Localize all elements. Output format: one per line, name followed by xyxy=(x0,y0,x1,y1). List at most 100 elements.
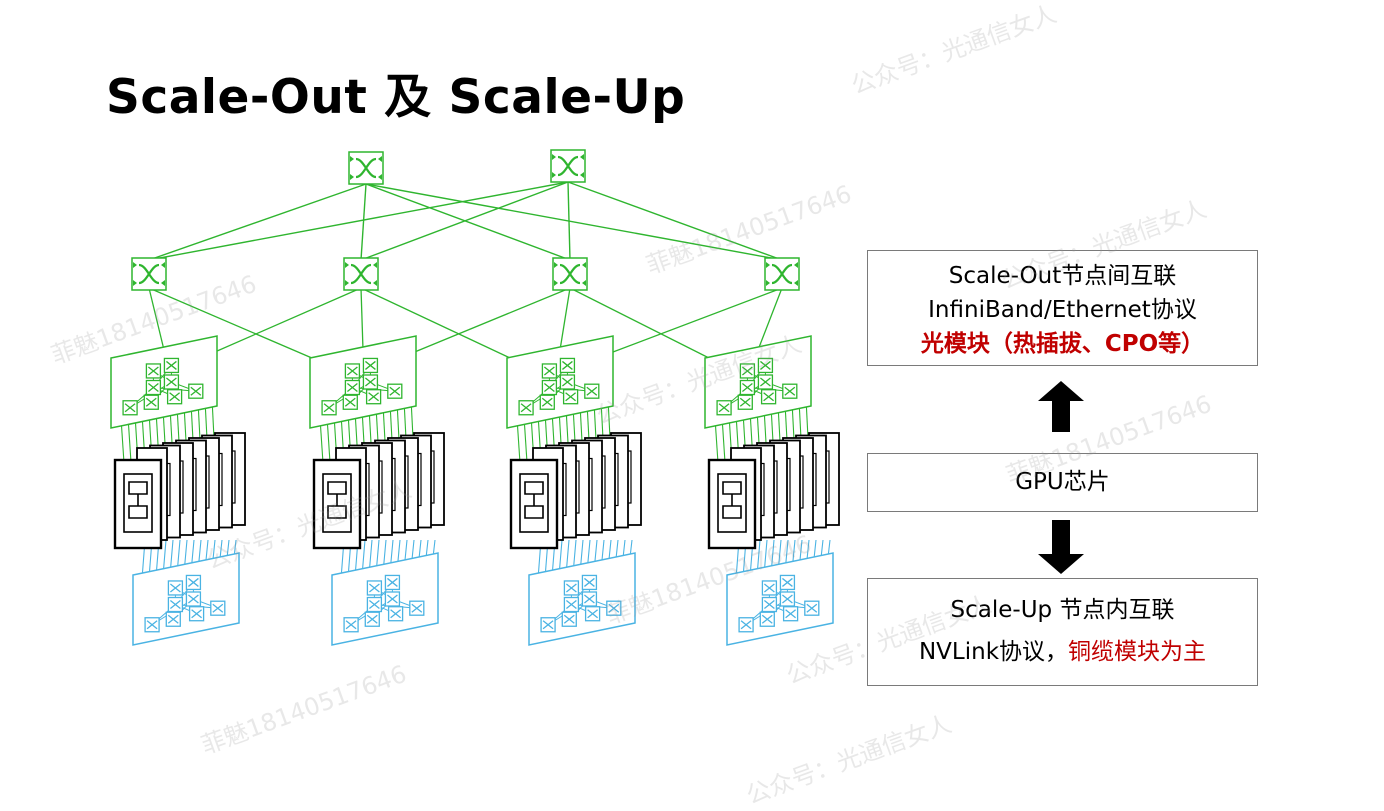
panel-switch-node xyxy=(559,357,576,374)
leaf-pod-link xyxy=(360,287,524,365)
leaf-pod-link xyxy=(757,287,783,351)
spine-leaf-link xyxy=(567,181,783,261)
scale-out-panel xyxy=(110,335,218,429)
network-diagram xyxy=(110,149,1084,646)
panel-switch-node xyxy=(559,374,576,390)
panel-switch-node xyxy=(188,383,204,399)
panel-switch-node xyxy=(739,379,756,396)
panel-switch-node xyxy=(716,400,732,416)
panel-switch-node xyxy=(541,379,558,396)
panel-switch-node xyxy=(344,363,361,379)
up-arrow-icon xyxy=(1038,381,1084,432)
scale-up-protocol: NVLink协议， xyxy=(918,639,1069,665)
leaf-switch-icon xyxy=(764,257,800,291)
panel-switch-node xyxy=(143,394,159,410)
gpu-stack xyxy=(113,432,246,550)
panel-switch-node xyxy=(757,374,774,390)
panel-switch-node xyxy=(167,580,184,596)
panel-switch-node xyxy=(342,394,358,410)
panel-switch-node xyxy=(145,379,162,396)
panel-switch-node xyxy=(384,574,401,591)
panel-switch-node xyxy=(365,389,382,405)
panel-switch-node xyxy=(518,400,534,416)
leaf-pod-link xyxy=(148,287,165,351)
leaf-pod-link xyxy=(399,287,571,359)
panel-switch-node xyxy=(144,617,160,633)
spine-leaf-link xyxy=(148,181,569,261)
panel-switch-node xyxy=(409,600,425,616)
leaf-switch-icon xyxy=(343,257,379,291)
gpu-stack xyxy=(509,432,642,550)
panel-switch-node xyxy=(165,611,181,627)
leaf-pod-link xyxy=(360,287,364,351)
panel-switch-node xyxy=(366,596,383,613)
panel-switch-node xyxy=(384,591,401,607)
scale-out-protocol: InfiniBand/Ethernet协议 xyxy=(928,297,1197,323)
panel-switch-node xyxy=(185,574,202,591)
panel-switch-node xyxy=(188,606,205,622)
panel-switch-node xyxy=(563,580,580,596)
panel-switch-node xyxy=(804,600,820,616)
panel-switch-node xyxy=(540,617,556,633)
panel-switch-node xyxy=(344,379,361,396)
spine-leaf-link xyxy=(365,183,783,261)
panel-switch-node xyxy=(185,591,202,607)
gpu-stack xyxy=(707,432,840,550)
panel-switch-node xyxy=(561,611,577,627)
scale-out-panel xyxy=(309,335,417,429)
panel-switch-node xyxy=(782,606,799,622)
scale-out-panel xyxy=(704,335,812,429)
panel-switch-node xyxy=(163,357,180,374)
leaf-pod-link xyxy=(569,287,722,365)
panel-switch-node xyxy=(761,596,778,613)
scale-up-panel xyxy=(331,552,439,646)
gpu-stack xyxy=(312,432,445,550)
panel-switch-node xyxy=(541,363,558,379)
panel-switch-node xyxy=(761,580,778,596)
scale-up-panel xyxy=(132,552,240,646)
spine-leaf-link xyxy=(360,181,569,261)
leaf-pod-link xyxy=(596,287,783,359)
gpu-front-chip xyxy=(312,458,362,550)
panel-switch-node xyxy=(759,611,775,627)
scale-up-panel xyxy=(726,552,834,646)
panel-switch-node xyxy=(782,383,798,399)
leaf-pod-link xyxy=(559,287,571,351)
panel-switch-node xyxy=(757,357,774,374)
panel-switch-node xyxy=(167,596,184,613)
spine-leaf-link xyxy=(148,183,367,261)
panel-switch-node xyxy=(362,374,379,390)
panel-switch-node xyxy=(563,596,580,613)
spine-switch-icon xyxy=(348,151,384,185)
panel-switch-node xyxy=(779,591,796,607)
panel-switch-node xyxy=(738,617,754,633)
panel-switch-node xyxy=(387,606,404,622)
slide-title: Scale-Out 及 Scale-Up xyxy=(106,70,686,125)
leaf-pod-link xyxy=(200,287,362,359)
panel-switch-node xyxy=(562,389,579,405)
leaf-switch-icon xyxy=(552,257,588,291)
panel-switch-node xyxy=(321,400,337,416)
scale-out-box: Scale-Out节点间互联 InfiniBand/Ethernet协议 光模块… xyxy=(867,250,1258,366)
scale-out-optical-modules: 光模块（热插拔、CPO等） xyxy=(920,331,1205,357)
panel-switch-node xyxy=(343,617,359,633)
down-arrow-icon xyxy=(1038,520,1084,574)
scale-up-protocol-line: NVLink协议，铜缆模块为主 xyxy=(868,631,1257,673)
panel-switch-node xyxy=(584,383,600,399)
spine-switch-icon xyxy=(550,149,586,183)
gpu-chip-box: GPU芯片 xyxy=(867,453,1258,512)
leaf-pod-link xyxy=(148,287,327,365)
panel-switch-node xyxy=(737,394,753,410)
panel-switch-node xyxy=(166,389,183,405)
scale-up-title: Scale-Up 节点内互联 xyxy=(950,597,1175,623)
panel-switch-node xyxy=(362,357,379,374)
scale-up-panel xyxy=(528,552,636,646)
scale-out-panel xyxy=(506,335,614,429)
panel-switch-node xyxy=(210,600,226,616)
gpu-chip-label: GPU芯片 xyxy=(1015,469,1110,495)
spine-leaf-link xyxy=(567,181,571,261)
spine-leaf-link xyxy=(360,183,367,261)
panel-switch-node xyxy=(581,574,598,591)
panel-switch-node xyxy=(584,606,601,622)
panel-switch-node xyxy=(760,389,777,405)
